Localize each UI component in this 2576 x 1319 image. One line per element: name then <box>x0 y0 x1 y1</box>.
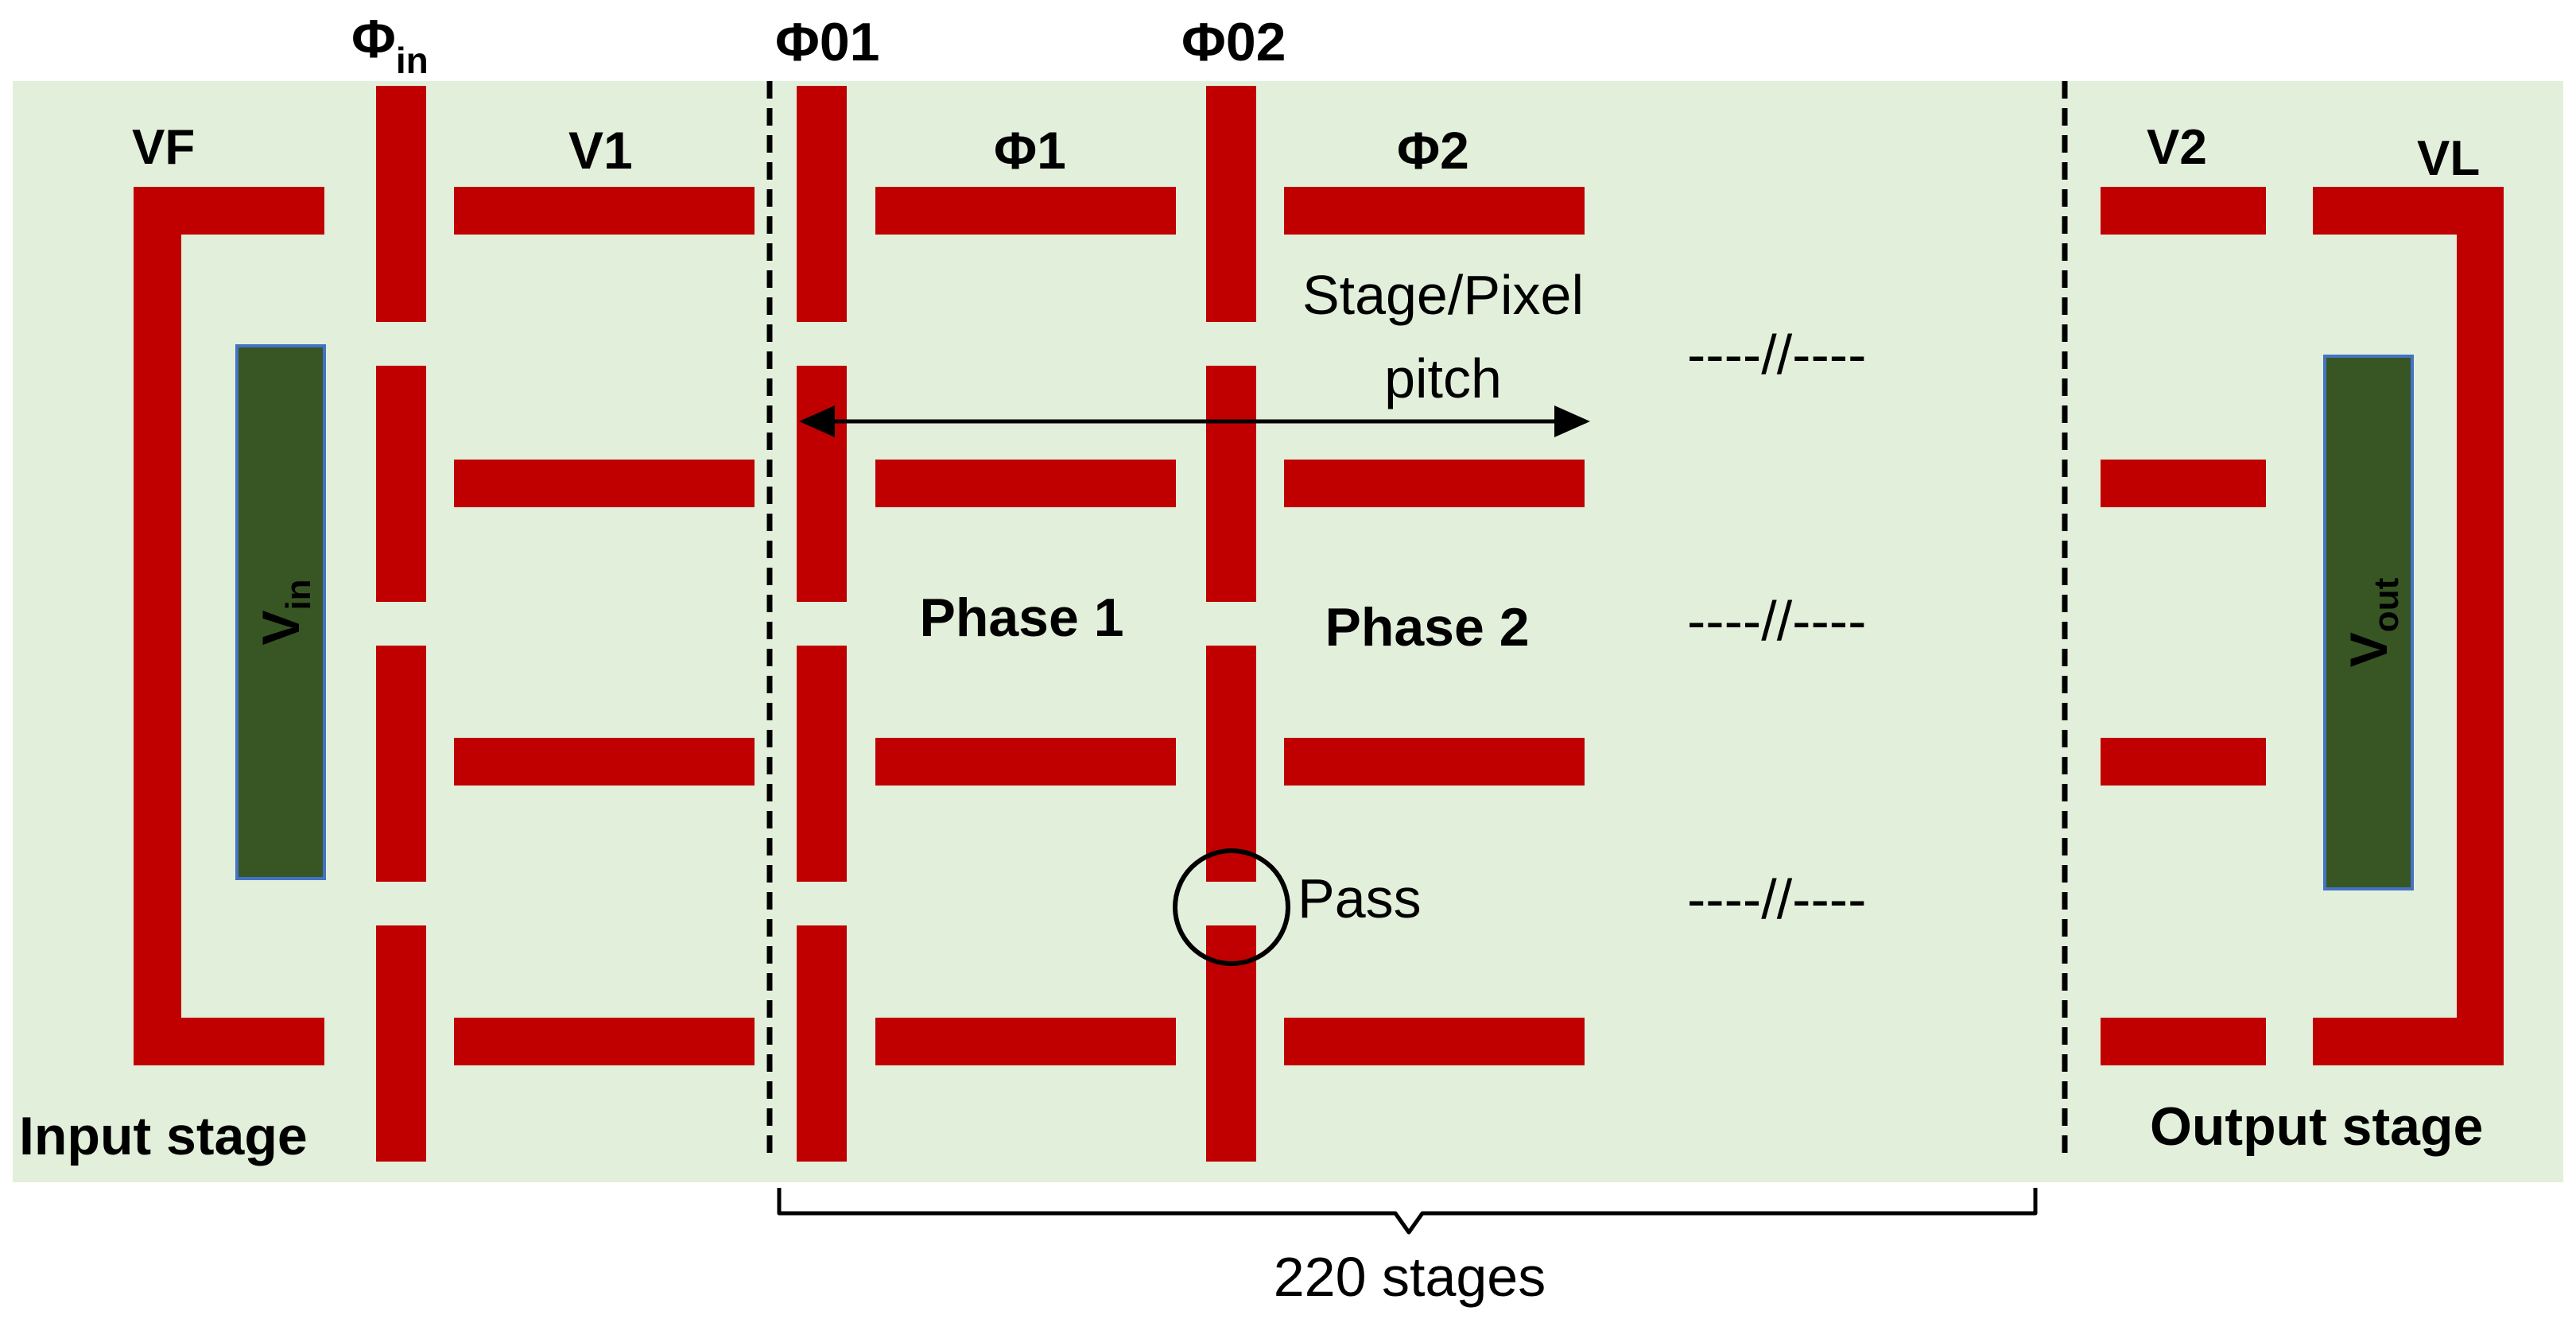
phi2-electrode <box>1284 187 1585 235</box>
phi-in-label-main: Φ <box>351 9 396 69</box>
phi-in-gate-segment <box>376 86 426 322</box>
vl-label: VL <box>2417 131 2480 186</box>
v1-electrodes <box>454 187 755 1065</box>
phi2-electrodes <box>1284 187 1585 1065</box>
v1-electrode <box>454 738 755 786</box>
phi1-electrode <box>875 1018 1176 1065</box>
phi1-electrode <box>875 738 1176 786</box>
phi-in-gate-segment <box>376 366 426 602</box>
vout-label-sub: out <box>2367 577 2406 632</box>
phi2-electrode <box>1284 738 1585 786</box>
vf-electrode <box>134 187 324 1065</box>
continuation-mark-1: ----//---- <box>1687 324 1866 386</box>
diagram-background <box>13 81 2563 1182</box>
phi01-gate-segment <box>797 646 847 882</box>
input-stage-label: Input stage <box>19 1106 308 1166</box>
v1-label: V1 <box>568 121 633 180</box>
vl-bottom-arm <box>2313 1018 2504 1065</box>
phi01-gate-segment <box>797 925 847 1162</box>
vl-electrode <box>2313 187 2504 1065</box>
vin-label: Vin <box>251 579 318 645</box>
v2-label: V2 <box>2147 120 2207 175</box>
v1-electrode <box>454 1018 755 1065</box>
v1-electrode <box>454 187 755 235</box>
phi01-gate-segment <box>797 86 847 322</box>
output-stage-label: Output stage <box>2150 1096 2483 1157</box>
phi2-label: Φ2 <box>1397 121 1469 180</box>
vout-label-main: V <box>2339 632 2398 667</box>
vout-label: Vout <box>2339 577 2406 667</box>
phi01-label: Φ01 <box>775 12 879 72</box>
v2-electrode <box>2101 1018 2266 1065</box>
stages-brace <box>777 1188 2038 1235</box>
v2-electrode <box>2101 187 2266 235</box>
phi-in-gate-segment <box>376 925 426 1162</box>
phi2-electrode <box>1284 460 1585 507</box>
phi-in-gate-segment <box>376 646 426 882</box>
v2-electrodes <box>2101 187 2266 1065</box>
phi-in-label: Φin <box>351 9 429 81</box>
phi2-electrode <box>1284 1018 1585 1065</box>
phi-in-label-sub: in <box>396 40 429 81</box>
phi1-electrode <box>875 460 1176 507</box>
phi1-electrodes <box>875 187 1176 1065</box>
phi02-gate-segment <box>1206 366 1256 602</box>
vl-spine <box>2457 187 2504 1065</box>
vin-label-sub: in <box>279 579 318 610</box>
stage-pitch-label-line2: pitch <box>1384 347 1502 409</box>
phi02-gate-segment <box>1206 86 1256 322</box>
vf-spine <box>134 187 181 1061</box>
stages-label: 220 stages <box>1274 1246 1546 1308</box>
phi02-gate-segment <box>1206 646 1256 882</box>
phase2-label: Phase 2 <box>1325 597 1529 658</box>
v2-electrode <box>2101 460 2266 507</box>
vin-label-main: V <box>251 611 310 646</box>
phi1-label: Φ1 <box>994 121 1066 180</box>
phase1-label: Phase 1 <box>919 588 1123 648</box>
continuation-mark-2: ----//---- <box>1687 590 1866 652</box>
stage-pitch-label-line1: Stage/Pixel <box>1302 264 1584 326</box>
vout-sensor <box>2323 355 2414 890</box>
pass-label: Pass <box>1298 867 1422 929</box>
pass-circle <box>1173 848 1290 966</box>
vf-bottom-arm <box>134 1018 324 1065</box>
phi1-electrode <box>875 187 1176 235</box>
phi01-gate <box>797 86 847 1162</box>
phi01-gate-segment <box>797 366 847 602</box>
continuation-mark-3: ----//---- <box>1687 868 1866 930</box>
phi02-label: Φ02 <box>1181 12 1286 72</box>
vin-sensor <box>235 344 326 880</box>
phi-in-gate <box>376 86 426 1162</box>
vf-label: VF <box>132 120 195 175</box>
v2-electrode <box>2101 738 2266 786</box>
v1-electrode <box>454 460 755 507</box>
